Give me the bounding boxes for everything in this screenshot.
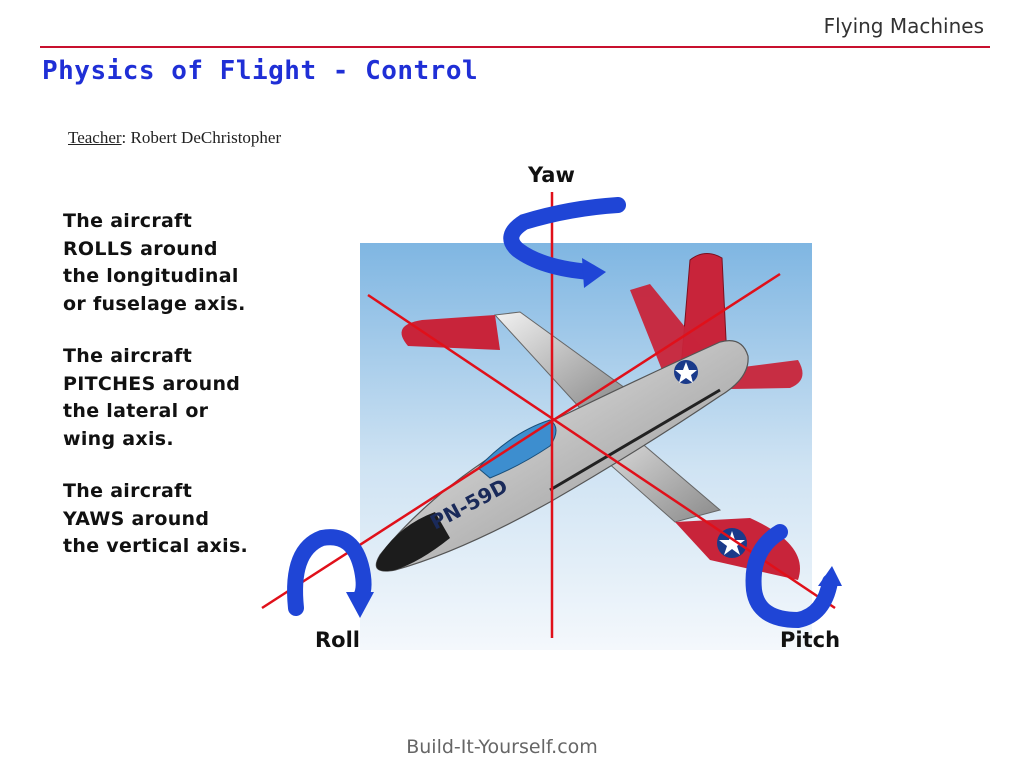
pitch-rotation-arrow <box>745 524 842 629</box>
roll-rotation-arrow <box>287 529 374 618</box>
roll-label: Roll <box>315 628 360 652</box>
fuselage-stripe <box>549 388 721 492</box>
aircraft-axes-diagram: PN-59D Yaw Roll Pitch <box>261 163 842 652</box>
header-divider <box>40 46 990 48</box>
canopy <box>477 419 557 479</box>
nose-cone <box>376 512 450 571</box>
wing-roundel <box>717 528 747 558</box>
fuselage-roundel <box>674 360 698 384</box>
teacher-credit: Teacher: Robert DeChristopher <box>68 128 281 148</box>
yaw-label: Yaw <box>527 163 575 187</box>
aircraft: PN-59D <box>375 253 803 580</box>
header-title: Flying Machines <box>823 14 984 38</box>
footer-site: Build-It-Yourself.com <box>406 736 598 758</box>
teacher-name: : Robert DeChristopher <box>121 128 282 147</box>
slide-title: Physics of Flight - Control <box>42 56 479 86</box>
yaw-description: The aircraft YAWS around the vertical ax… <box>63 480 249 557</box>
roll-description: The aircraft ROLLS around the longitudin… <box>63 210 246 315</box>
pitch-label: Pitch <box>780 628 840 652</box>
yaw-rotation-arrow <box>503 197 626 288</box>
pitch-description: The aircraft PITCHES around the lateral … <box>63 345 241 450</box>
left-wing-tip <box>401 315 500 350</box>
teacher-label: Teacher <box>68 128 122 147</box>
